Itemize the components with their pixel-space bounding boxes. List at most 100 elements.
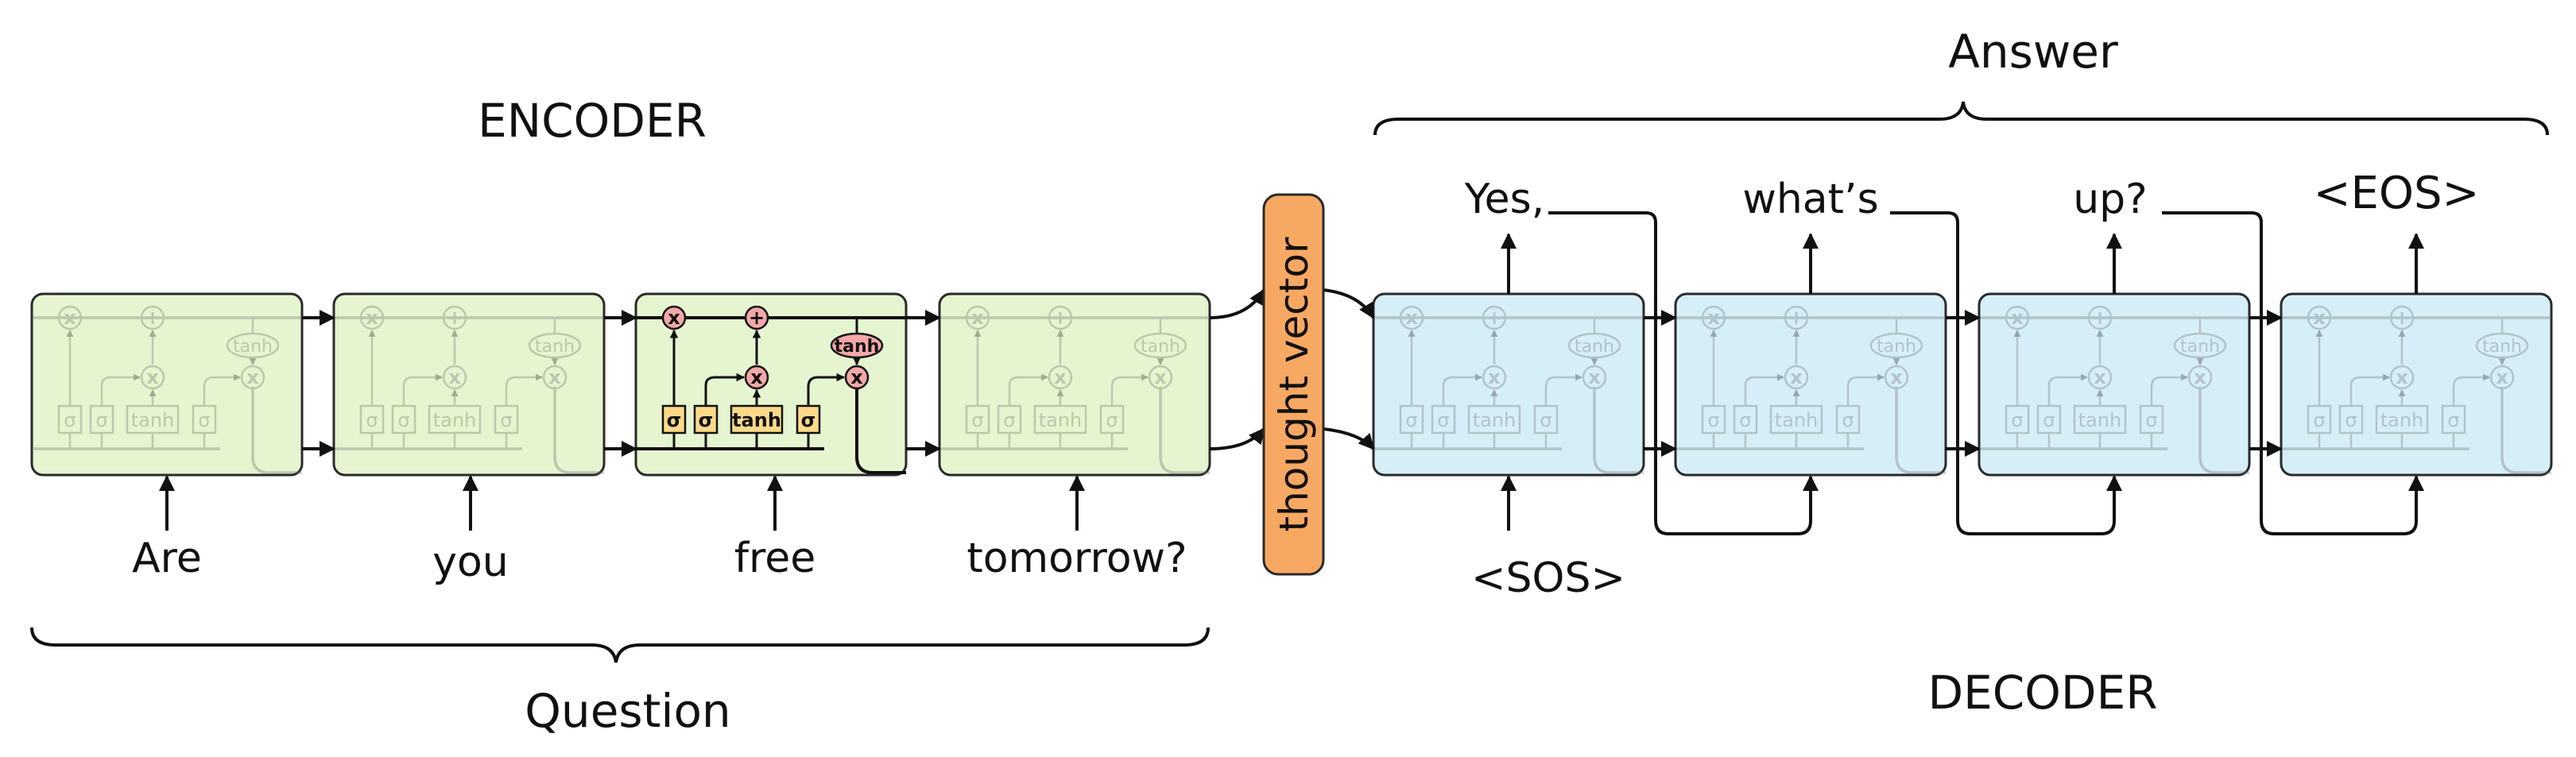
tanh-gate: tanh [2073, 404, 2127, 435]
multiply-op: x [240, 365, 265, 390]
question-label: Question [525, 684, 730, 738]
multiply-op-circle [661, 305, 687, 330]
sigma-gate-label: σ [198, 409, 210, 431]
sigma-gate-box [192, 404, 217, 435]
sigma-gate: σ [997, 404, 1022, 435]
sigma-gate-box [965, 404, 990, 435]
multiply-op-circle [1701, 305, 1726, 330]
multiply-op-circle [442, 365, 467, 390]
sigma-gate: σ [1099, 404, 1125, 435]
sigma-gate-box [2441, 404, 2466, 435]
sigma-gate-box [1099, 404, 1125, 435]
sigma-gate: σ [57, 404, 83, 435]
tanh-op-label: tanh [1575, 337, 1614, 357]
sigma-gate-label: σ [1003, 409, 1015, 431]
sigma-gate-label: σ [366, 409, 378, 431]
sigma-gate: σ [1431, 404, 1456, 435]
add-op-symbol: + [145, 307, 161, 329]
multiply-op: x [1148, 365, 1173, 390]
tanh-op-label: tanh [233, 337, 273, 357]
answer-label: Answer [1948, 25, 2118, 79]
multiply-op-symbol: x [448, 366, 461, 388]
add-op-circle [140, 305, 165, 330]
tanh-gate: tanh [1033, 404, 1087, 435]
tanh-op-ellipse [2173, 332, 2227, 359]
tanh-op-label: tanh [835, 337, 880, 357]
multiply-op: x [1482, 365, 1507, 390]
multiply-op-circle [844, 365, 870, 390]
sigma-gate: σ [359, 404, 385, 435]
add-op: + [1784, 305, 1809, 330]
multiply-op-symbol: x [1488, 366, 1501, 388]
multiply-op-circle [1884, 365, 1909, 390]
sigma-gate-box [693, 404, 719, 435]
multiply-op-circle [2087, 365, 2113, 390]
multiply-op: x [2187, 365, 2213, 390]
tanh-op-ellipse [830, 332, 884, 359]
sigma-gate-box [2307, 404, 2332, 435]
multiply-op-symbol: x [366, 307, 378, 329]
multiply-op-circle [2187, 365, 2213, 390]
sigma-gate: σ [2036, 404, 2062, 435]
input-gate-line [1744, 373, 1784, 405]
sigma-gate-label: σ [667, 409, 682, 431]
multiply-op: x [965, 305, 990, 330]
tanh-gate: tanh [126, 404, 180, 435]
add-op-circle [2389, 305, 2415, 330]
add-op: + [1048, 305, 1073, 330]
tanh-op: tanh [1133, 332, 1187, 359]
multiply-op: x [2087, 365, 2113, 390]
sigma-gate-label: σ [2145, 409, 2157, 431]
multiply-op-symbol: x [2194, 366, 2206, 388]
tanh-gate-box [2073, 404, 2127, 435]
sigma-gate: σ [1701, 404, 1726, 435]
sigma-gate-label: σ [1707, 409, 1719, 431]
multiply-op: x [1048, 365, 1073, 390]
multiply-op: x [2389, 365, 2415, 390]
tanh-gate-label: tanh [131, 409, 175, 431]
multiply-op-symbol: x [1890, 366, 1903, 388]
multiply-op: x [359, 305, 385, 330]
tanh-op-ellipse [528, 332, 582, 359]
tanh-gate-label: tanh [433, 409, 477, 431]
tanh-op-label: tanh [2482, 337, 2522, 357]
sigma-gate-label: σ [397, 409, 409, 431]
multiply-op-circle [1482, 365, 1507, 390]
tanh-op: tanh [528, 332, 582, 359]
hidden-out-line [553, 387, 604, 474]
multiply-op-circle [1784, 365, 1809, 390]
sigma-gate-label: σ [971, 409, 983, 431]
multiply-op-symbol: x [146, 366, 159, 388]
multiply-op-symbol: x [2011, 307, 2024, 329]
sigma-gate: σ [2307, 404, 2332, 435]
multiply-op-symbol: x [1790, 366, 1803, 388]
sigma-gate-box [391, 404, 416, 435]
sigma-gate-label: σ [2011, 409, 2023, 431]
input-gate-line [704, 373, 746, 405]
sigma-gate-label: σ [2043, 409, 2055, 431]
sigma-gate-box [1431, 404, 1456, 435]
hidden-out-line [2500, 387, 2551, 474]
multiply-op: x [442, 365, 467, 390]
multiply-op-symbol: x [1588, 366, 1601, 388]
sigma-gate: σ [2441, 404, 2466, 435]
add-op: + [2389, 305, 2415, 330]
add-op: + [1482, 305, 1507, 330]
multiply-op: x [2307, 305, 2332, 330]
sigma-gate-label: σ [1405, 409, 1417, 431]
multiply-op: x [57, 305, 83, 330]
add-op-symbol: + [2092, 307, 2108, 329]
sigma-gate: σ [693, 404, 719, 435]
tanh-gate-box [730, 404, 784, 435]
multiply-op-symbol: x [668, 307, 680, 329]
tanh-op: tanh [2475, 332, 2529, 359]
hidden-out-line [1593, 387, 1644, 474]
thought-vector-rect [1262, 193, 1325, 576]
add-op-symbol: + [1486, 307, 1502, 329]
add-op-circle [1784, 305, 1809, 330]
add-op: + [442, 305, 467, 330]
